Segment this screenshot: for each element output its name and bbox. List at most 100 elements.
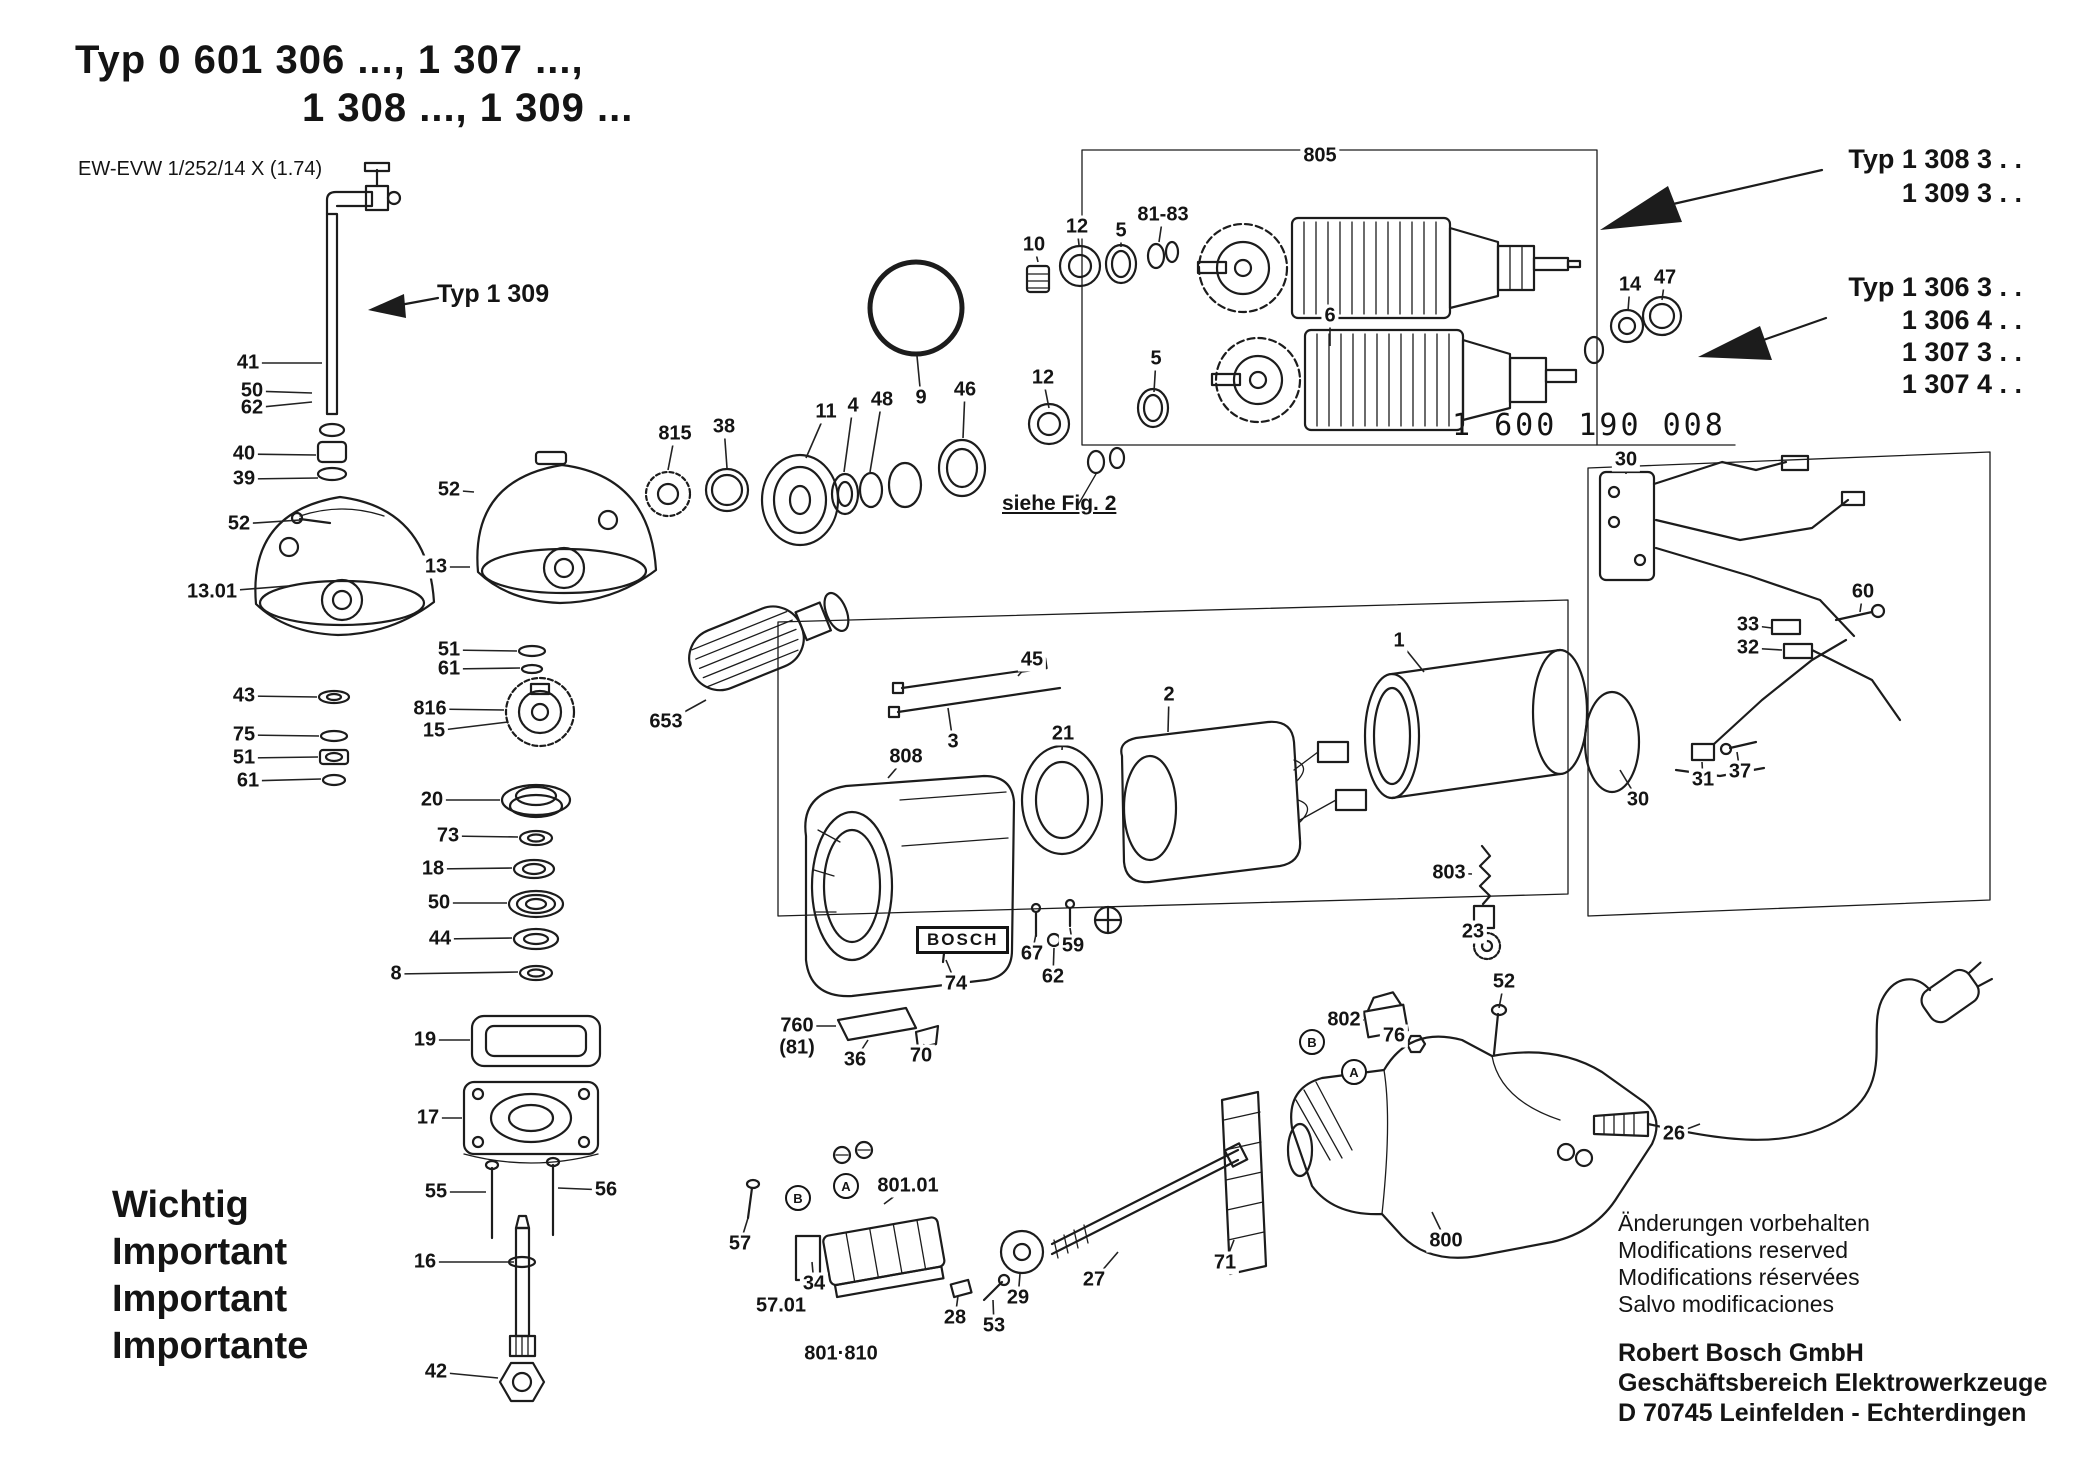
- doc-title-line1: Typ 0 601 306 ..., 1 307 ...,: [75, 38, 584, 82]
- part-callout-801·810: 801·810: [801, 1342, 881, 1366]
- variant-label-1307-4: 1 307 4 . .: [1901, 369, 2022, 399]
- part-callout-4: 4: [844, 394, 862, 418]
- typ-1309-label: Typ 1 309: [437, 280, 550, 308]
- part-terminal-block: [745, 1140, 946, 1299]
- part-gear-head-13: [476, 450, 658, 605]
- typ1309-arrow-icon: [368, 294, 440, 318]
- part-armature-6: [1210, 328, 1578, 432]
- circled-letter-b: B: [1299, 1029, 1325, 1055]
- part-callout-34: 34: [799, 1272, 829, 1296]
- part-callout-41: 41: [233, 351, 263, 375]
- part-callout-39: 39: [229, 467, 259, 491]
- part-callout-803: 803: [1429, 861, 1469, 885]
- important-line-fr: Important: [112, 1278, 288, 1320]
- company-name: Robert Bosch GmbH: [1618, 1339, 1864, 1367]
- part-callout-13.01: 13.01: [183, 580, 241, 604]
- part-callout-800: 800: [1426, 1229, 1466, 1253]
- doc-code: EW-EVW 1/252/14 X (1.74): [78, 158, 323, 180]
- part-callout-5: 5: [1112, 219, 1130, 243]
- part-callout-51: 51: [229, 746, 259, 770]
- part-callout-815: 815: [655, 422, 695, 446]
- part-callout-48: 48: [867, 388, 897, 412]
- part-callout-805: 805: [1300, 144, 1340, 168]
- part-stator-2: [1120, 720, 1368, 884]
- part-callout-44: 44: [425, 927, 455, 951]
- part-callout-53: 53: [979, 1314, 1009, 1338]
- part-callout-61: 61: [434, 657, 464, 681]
- circled-letter-a: A: [1341, 1059, 1367, 1085]
- part-callout-42: 42: [421, 1360, 451, 1384]
- variant-arrow-top-icon: [1600, 168, 1824, 230]
- part-callout-46: 46: [950, 378, 980, 402]
- part-callout-3: 3: [944, 730, 962, 754]
- part-callout-31: 31: [1688, 768, 1718, 792]
- part-callout-29: 29: [1003, 1286, 1033, 1310]
- part-callout-14: 14: [1615, 273, 1645, 297]
- part-callout-18: 18: [418, 857, 448, 881]
- part-callout-50: 50: [424, 891, 454, 915]
- part-callout-2: 2: [1160, 683, 1178, 707]
- part-callout-38: 38: [709, 415, 739, 439]
- part-callout-30: 30: [1623, 788, 1653, 812]
- part-callout-67: 67: [1017, 942, 1047, 966]
- part-callout-57.01: 57.01: [752, 1294, 810, 1318]
- part-spindle-flange-row: [644, 259, 987, 547]
- part-callout-11: 11: [812, 400, 840, 424]
- variant-label-1307-3: 1 307 3 . .: [1901, 337, 2022, 367]
- variant-label-1306-4: 1 306 4 . .: [1901, 305, 2022, 335]
- part-callout-51: 51: [434, 638, 464, 662]
- part-callout-62: 62: [1038, 965, 1068, 989]
- part-callout-62: 62: [237, 396, 267, 420]
- part-callout-808: 808: [886, 745, 926, 769]
- variant-label-1308-3: Typ 1 308 3 . .: [1848, 144, 2022, 174]
- part-callout-6: 6: [1321, 304, 1339, 328]
- important-line-de: Wichtig: [112, 1184, 249, 1226]
- part-callout-16: 16: [410, 1250, 440, 1274]
- part-small-lower-parts: [949, 1229, 1045, 1302]
- bosch-logo: BOSCH: [916, 926, 1010, 954]
- part-shell-808: [804, 774, 1016, 998]
- part-callout-52: 52: [434, 478, 464, 502]
- part-callout-13: 13: [421, 555, 451, 579]
- part-power-cord-26: [1556, 961, 1994, 1168]
- part-brush-plate-upper: [1598, 454, 1902, 722]
- part-callout-32: 32: [1733, 636, 1763, 660]
- part-callout-802: 802: [1324, 1008, 1364, 1032]
- part-shaft-27: [1050, 1142, 1249, 1259]
- circled-letter-a: A: [833, 1173, 859, 1199]
- part-callout-56: 56: [591, 1178, 621, 1202]
- part-callout-61: 61: [233, 769, 263, 793]
- part-callout-801.01: 801.01: [874, 1174, 942, 1198]
- part-callout-27: 27: [1079, 1268, 1109, 1292]
- part-callout-10: 10: [1019, 233, 1049, 257]
- part-callout-21: 21: [1048, 722, 1078, 746]
- part-washer-stack-left: [317, 689, 351, 787]
- part-callout-81-83: 81-83: [1134, 203, 1192, 227]
- part-callout-12: 12: [1062, 215, 1092, 239]
- part-callout-45: 45: [1017, 648, 1047, 672]
- drawing-part-number: 1 600 190 008: [1452, 408, 1726, 443]
- modifications-block: Änderungen vorbehalten Modifications res…: [1618, 1210, 1870, 1318]
- company-division: Geschäftsbereich Elektrowerkzeuge: [1618, 1369, 2048, 1397]
- part-callout-75: 75: [229, 723, 259, 747]
- part-callout-5: 5: [1147, 347, 1165, 371]
- part-callout-52: 52: [224, 512, 254, 536]
- company-address: D 70745 Leinfelden - Echterdingen: [1618, 1399, 2027, 1427]
- part-callout-15: 15: [419, 719, 449, 743]
- notice-line-de: Änderungen vorbehalten: [1618, 1210, 1870, 1236]
- part-callout-9: 9: [912, 386, 930, 410]
- part-side-handle-653: [688, 591, 850, 692]
- see-fig-note: siehe Fig. 2: [1002, 492, 1117, 515]
- part-callout-52: 52: [1489, 970, 1519, 994]
- part-callout-59: 59: [1058, 934, 1088, 958]
- notice-line-es: Salvo modificaciones: [1618, 1291, 1835, 1317]
- part-callout-816: 816: [410, 697, 450, 721]
- doc-title-line2: 1 308 ..., 1 309 ...: [302, 86, 634, 130]
- part-callout-20: 20: [417, 788, 447, 812]
- part-armature-805: [1196, 216, 1582, 320]
- part-callout-74: 74: [941, 972, 971, 996]
- part-callout-43: 43: [229, 684, 259, 708]
- circled-letter-b: B: [785, 1185, 811, 1211]
